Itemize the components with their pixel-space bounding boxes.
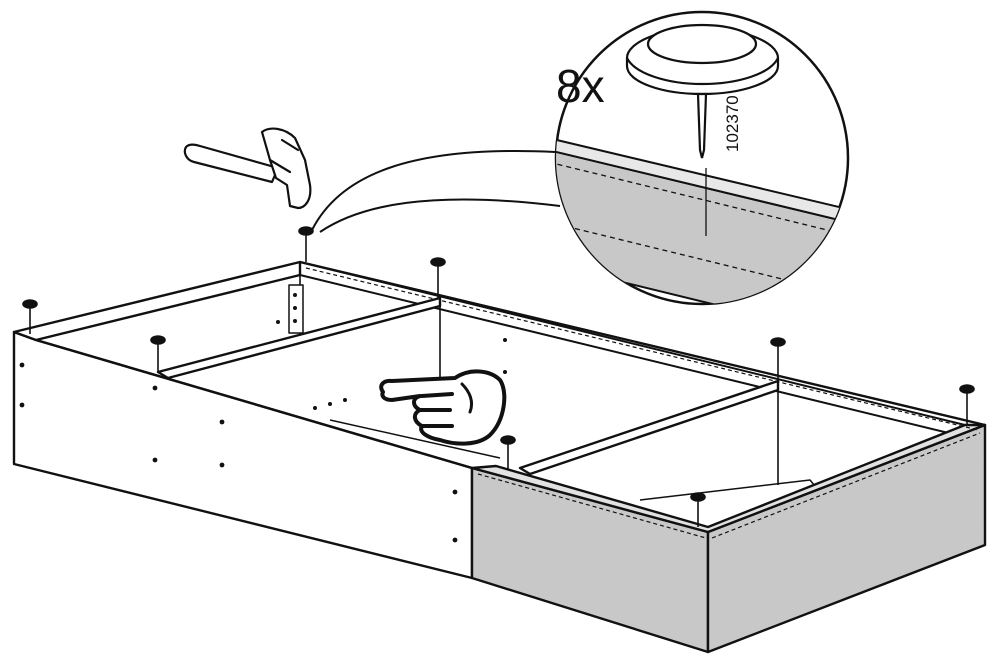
detail-stitch-top [556, 159, 848, 239]
quantity-label: 8x [556, 60, 605, 112]
drawer-frame [12, 260, 987, 654]
frame-left-end [12, 260, 302, 342]
stitch-line-front [477, 473, 707, 539]
frame-end-panel-right-gray [706, 423, 987, 654]
stitch-line-end [711, 432, 981, 539]
pointing-hand-icon [379, 369, 507, 446]
frame-top-rim-front [35, 338, 473, 470]
divider-2 [518, 379, 780, 476]
nail-1 [22, 299, 38, 334]
detail-panel-top [556, 134, 848, 227]
frame-top-rim-back [299, 260, 986, 427]
part-number-label: 102370 [723, 95, 742, 152]
frame-top-rim-right [470, 423, 987, 534]
frame-inner-floor-line [329, 419, 501, 459]
frame-front-panel-left [12, 330, 474, 580]
nail-2 [150, 335, 166, 372]
frame-holes [19, 293, 507, 543]
frame-top-rim-back-dashed [305, 267, 979, 431]
hammer-icon [183, 127, 312, 210]
nail-5 [500, 435, 516, 470]
nail-6 [770, 337, 786, 381]
nail-4 [430, 257, 446, 298]
frame-inner-back-wall [299, 261, 966, 438]
nail-3 [298, 226, 314, 262]
glide-nails [22, 226, 975, 527]
furniture-glide-nail-icon [625, 23, 780, 159]
callout-connector [311, 150, 561, 233]
nail-7 [690, 492, 706, 527]
nail-8 [959, 384, 975, 425]
